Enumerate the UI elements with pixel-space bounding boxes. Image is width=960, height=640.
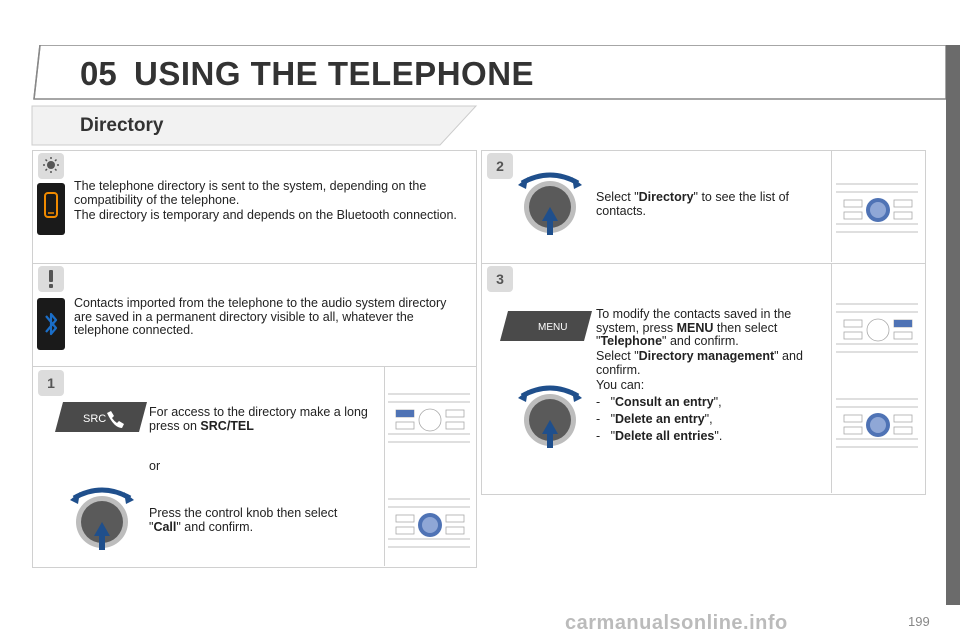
step1-badge: 1 bbox=[38, 370, 64, 396]
bluetooth-icon bbox=[37, 298, 65, 350]
step2-text: Select "Directory" to see the list of co… bbox=[596, 190, 790, 218]
radio-panel-thumbnail bbox=[836, 180, 918, 236]
step1-divider bbox=[384, 367, 385, 566]
step3-list-item: - "Delete an entry", bbox=[596, 412, 713, 426]
chapter-title: USING THE TELEPHONE bbox=[134, 55, 535, 92]
telephone-handset-icon bbox=[107, 411, 124, 428]
warning-badge bbox=[38, 266, 64, 292]
step3-text-1: To modify the contacts saved in the syst… bbox=[596, 307, 792, 348]
step1-text-b: Press the control knob then select "Call… bbox=[149, 506, 338, 534]
info-panel bbox=[32, 150, 477, 264]
step1-or: or bbox=[149, 459, 161, 473]
radio-panel-thumbnail bbox=[388, 390, 470, 446]
step3-badge: 3 bbox=[487, 266, 513, 292]
step3-text-2: Select "Directory management" and confir… bbox=[596, 349, 803, 377]
radio-panel-thumbnail bbox=[836, 300, 918, 356]
menu-button: MENU bbox=[500, 311, 592, 341]
step3-list-item: - "Delete all entries". bbox=[596, 429, 723, 443]
src-tel-button: SRC bbox=[55, 402, 147, 432]
step1-text-a: For access to the directory make a long … bbox=[149, 405, 368, 433]
lightbulb-icon bbox=[43, 157, 59, 173]
phone-icon bbox=[37, 183, 65, 235]
step3-divider bbox=[831, 264, 832, 493]
step2-badge: 2 bbox=[487, 153, 513, 179]
control-knob-icon bbox=[518, 385, 582, 448]
chapter-side-tab bbox=[946, 45, 960, 605]
menu-button-label: MENU bbox=[538, 322, 567, 333]
info-text-1: The telephone directory is sent to the s… bbox=[74, 179, 427, 207]
control-knob-icon bbox=[518, 172, 582, 235]
step3-list-item: - "Consult an entry", bbox=[596, 395, 722, 409]
chapter-number: 05 bbox=[80, 55, 117, 92]
step2-divider bbox=[831, 151, 832, 262]
exclamation-icon bbox=[49, 270, 53, 288]
section-header-band bbox=[31, 105, 478, 146]
page-number: 199 bbox=[908, 614, 930, 629]
radio-panel-thumbnail bbox=[836, 395, 918, 451]
step3-text-3: You can: bbox=[596, 378, 645, 392]
watermark: carmanualsonline.info bbox=[565, 612, 788, 634]
radio-panel-thumbnail bbox=[388, 495, 470, 551]
warning-text: Contacts imported from the telephone to … bbox=[74, 296, 447, 337]
info-badge bbox=[38, 153, 64, 179]
src-button-label: SRC bbox=[83, 413, 106, 425]
info-text-2: The directory is temporary and depends o… bbox=[74, 208, 457, 222]
warning-panel bbox=[32, 263, 477, 367]
section-title: Directory bbox=[80, 115, 164, 136]
control-knob-icon bbox=[70, 487, 134, 550]
